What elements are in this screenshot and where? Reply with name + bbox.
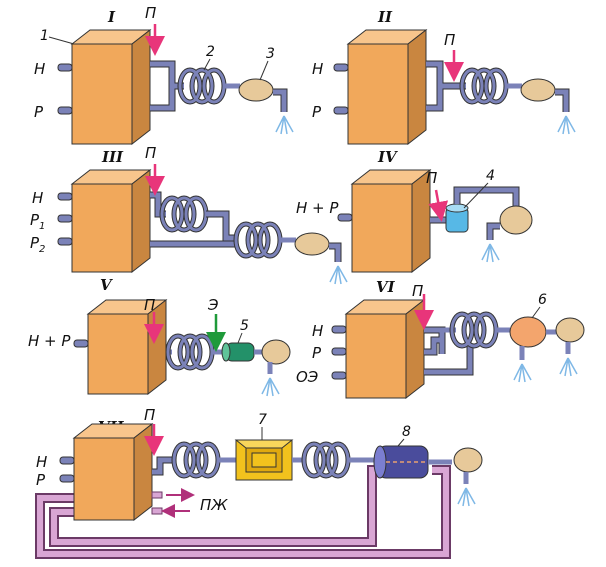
input-label-hr: Н + Р [28, 332, 71, 350]
callout-1: 1 [40, 28, 49, 44]
p-label: П [144, 406, 155, 424]
e-label: Э [207, 296, 219, 314]
pzh-label: ПЖ [200, 496, 228, 514]
input-label-r: Р [312, 103, 322, 121]
callout-2: 2 [206, 44, 215, 60]
input-label-h: Н [312, 60, 323, 78]
input-label-h: Н [32, 189, 43, 207]
input-label-oe: ОЭ [296, 368, 319, 386]
panel-3-numeral: III [101, 148, 124, 166]
panel-7: VII Н Р ПЖ [35, 406, 483, 559]
p-label: П [444, 31, 455, 49]
input-label-r2: Р2 [30, 234, 45, 255]
p-label: П [144, 296, 155, 314]
panel-6-numeral: VI [376, 278, 396, 296]
generator-box [73, 437, 135, 521]
callout-7: 7 [258, 412, 267, 428]
panel-4: IV Н + Р П 4 [296, 148, 533, 274]
panel-3: III Н Р1 Р2 [30, 144, 348, 285]
callout-6: 6 [538, 292, 547, 308]
generator-box [351, 183, 413, 273]
p-label: П [145, 4, 156, 22]
input-label-r1: Р1 [30, 211, 45, 232]
generator-box [71, 43, 133, 145]
p-label: П [145, 144, 156, 162]
panel-2: II Н Р П [312, 8, 576, 146]
input-label-r: Р [36, 471, 46, 489]
panel-5-numeral: V [100, 276, 113, 294]
input-label-h: Н [34, 60, 45, 78]
generator-box [347, 43, 409, 145]
panel-1-numeral: I [107, 8, 116, 26]
generator-box [87, 313, 149, 395]
input-label-h: Н [312, 322, 323, 340]
input-label-hr: Н + Р [296, 199, 339, 217]
unit-6 [509, 316, 547, 348]
input-label-r: Р [34, 103, 44, 121]
p-label: П [412, 282, 423, 300]
callout-5: 5 [240, 318, 249, 334]
callout-4: 4 [486, 168, 495, 184]
callout-3: 3 [266, 46, 275, 62]
p-label: П [426, 169, 437, 187]
panel-4-numeral: IV [377, 148, 398, 166]
generator-box [71, 183, 133, 273]
input-label-r: Р [312, 344, 322, 362]
panel-6: VI Н Р ОЭ П 6 [296, 278, 585, 400]
generator-box [345, 313, 407, 399]
callout-8: 8 [402, 424, 411, 440]
panel-5: V Н + Р П Э 5 [28, 276, 291, 397]
panel-2-numeral: II [377, 8, 393, 26]
input-label-h: Н [36, 453, 47, 471]
panel-1: I Н Р П 1 2 3 [34, 4, 294, 146]
